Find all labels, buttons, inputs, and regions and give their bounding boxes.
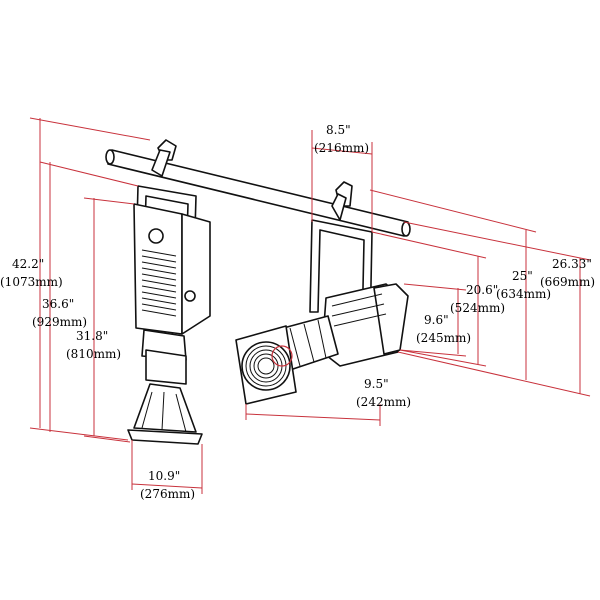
height-3-inch: 31.8": [76, 329, 108, 343]
height-2-mm: (929mm): [32, 315, 87, 329]
dimension-lines: [29, 117, 591, 494]
total-height-inch: 42.2": [12, 257, 44, 271]
height-3-mm: (810mm): [66, 347, 121, 361]
right-height-3-inch: 20.6": [466, 283, 498, 297]
base-width-inch: 10.9": [148, 469, 180, 483]
right-height-3-mm: (524mm): [450, 301, 505, 315]
top-width-inch: 8.5": [326, 123, 351, 137]
right-height-1-inch: 26.33": [552, 257, 592, 271]
vertical-fixture: [127, 139, 211, 445]
total-height-mm: (1073mm): [0, 275, 63, 289]
top-width-mm: (216mm): [314, 141, 369, 155]
horizontal-fixture: [235, 181, 409, 405]
right-height-1-mm: (669mm): [540, 275, 595, 289]
right-height-2-inch: 25": [512, 269, 533, 283]
lens-width-mm: (242mm): [356, 395, 411, 409]
body-height-inch: 9.6": [424, 313, 449, 327]
dimension-labels: 8.5" (216mm) 42.2" (1073mm) 36.6" (929mm…: [0, 123, 595, 501]
base-width-mm: (276mm): [140, 487, 195, 501]
right-height-2-mm: (634mm): [496, 287, 551, 301]
height-2-inch: 36.6": [42, 297, 74, 311]
lens-width-inch: 9.5": [364, 377, 389, 391]
mounting-pipe: [105, 149, 411, 237]
body-height-mm: (245mm): [416, 331, 471, 345]
